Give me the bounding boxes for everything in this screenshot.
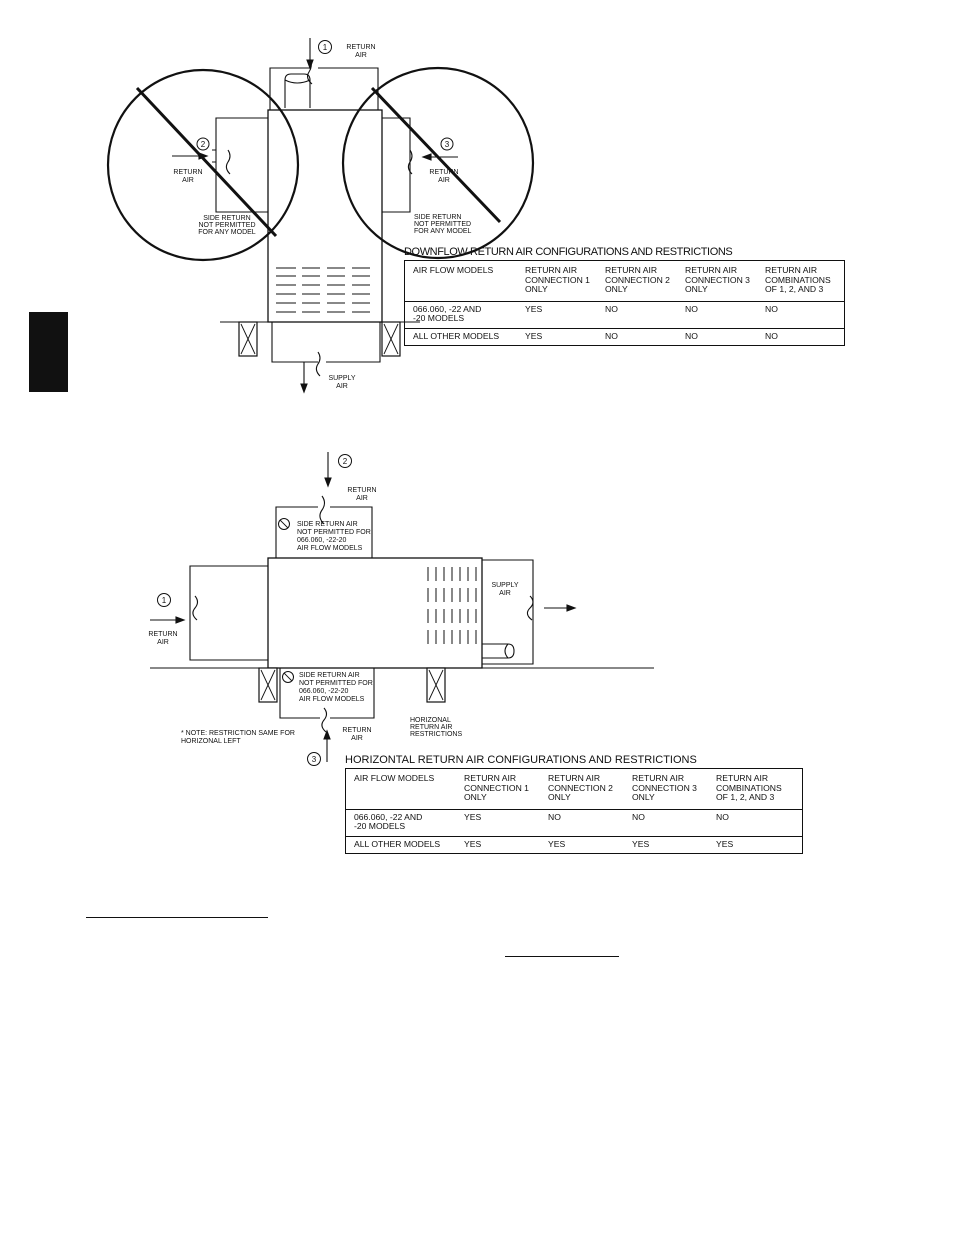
table-cell: YES xyxy=(517,327,597,346)
horizontal-diagram xyxy=(150,452,654,766)
horizontal-return-air-bottom-2: AIR xyxy=(351,735,363,742)
downflow-supply-air-label-1: SUPPLY xyxy=(328,375,355,382)
table-cell: NO xyxy=(624,808,708,836)
horizonal-restrictions-label-3: RESTRICTIONS xyxy=(410,731,462,738)
horizontal-connection-1-number: 1 xyxy=(162,596,167,605)
table-cell: NO xyxy=(677,327,757,346)
downflow-side-return-left-2: NOT PERMITTED xyxy=(198,222,255,229)
horizontal-return-air-top-1: RETURN xyxy=(347,487,376,494)
blank-rule xyxy=(505,956,619,957)
table-cell: NO xyxy=(540,808,624,836)
horizontal-table-title: HORIZONTAL RETURN AIR CONFIGURATIONS AND… xyxy=(345,754,697,766)
horizontal-supply-air-2: AIR xyxy=(499,590,511,597)
table-cell: NO xyxy=(597,300,677,328)
horizontal-return-air-left-1: RETURN xyxy=(148,631,177,638)
table-cell: YES xyxy=(517,300,597,328)
downflow-side-return-left-1: SIDE RETURN xyxy=(203,215,250,222)
downflow-table-title: DOWNFLOW RETURN AIR CONFIGURATIONS AND R… xyxy=(404,246,733,258)
downflow-return-air-right-label-2: AIR xyxy=(438,177,450,184)
horizontal-restriction-top-3: 066.060, -22-20 xyxy=(297,537,347,544)
downflow-side-return-right-2: NOT PERMITTED xyxy=(414,221,471,228)
horizontal-restriction-top-1: SIDE RETURN AIR xyxy=(297,521,358,528)
downflow-return-air-left-label-2: AIR xyxy=(182,177,194,184)
section-tab-marker xyxy=(29,312,68,392)
horizontal-supply-air-1: SUPPLY xyxy=(491,582,518,589)
horizontal-return-air-left-2: AIR xyxy=(157,639,169,646)
table-cell: ALL OTHER MODELS xyxy=(404,327,517,346)
table-cell: NO xyxy=(597,327,677,346)
horizontal-restriction-bottom-4: AIR FLOW MODELS xyxy=(299,696,365,703)
downflow-connection-3-number: 3 xyxy=(445,140,450,149)
table-cell: YES xyxy=(456,835,540,854)
horizontal-connection-3-number: 3 xyxy=(312,755,317,764)
horizonal-restrictions-label-2: RETURN AIR xyxy=(410,724,452,731)
downflow-return-air-top-label-1: RETURN xyxy=(346,44,375,51)
downflow-side-return-left-3: FOR ANY MODEL xyxy=(198,229,256,236)
downflow-side-return-right-3: FOR ANY MODEL xyxy=(414,228,472,235)
table-cell: YES xyxy=(708,835,803,854)
table-cell: 066.060, -22 AND-20 MODELS xyxy=(404,300,517,328)
downflow-side-return-right-1: SIDE RETURN xyxy=(414,214,461,221)
horizontal-restriction-bottom-2: NOT PERMITTED FOR xyxy=(299,680,373,687)
table-row: ALL OTHER MODELS YES YES YES YES xyxy=(345,835,803,854)
downflow-supply-air-label-2: AIR xyxy=(336,383,348,390)
table-row: 066.060, -22 AND-20 MODELS YES NO NO NO xyxy=(345,808,803,836)
restriction-note-line-1: * NOTE: RESTRICTION SAME FOR xyxy=(181,730,295,737)
table-cell: NO xyxy=(708,808,803,836)
table-cell: NO xyxy=(757,327,845,346)
header-air-flow-models: AIR FLOW MODELS xyxy=(413,265,494,275)
horizontal-restriction-bottom-3: 066.060, -22-20 xyxy=(299,688,349,695)
horizontal-return-air-bottom-1: RETURN xyxy=(342,727,371,734)
downflow-diagram xyxy=(106,38,535,394)
horizontal-restriction-bottom-1: SIDE RETURN AIR xyxy=(299,672,360,679)
restriction-note-line-2: HORIZONAL LEFT xyxy=(181,738,241,745)
table-cell: ALL OTHER MODELS xyxy=(345,835,456,854)
table-cell: NO xyxy=(677,300,757,328)
header-air-flow-models: AIR FLOW MODELS xyxy=(354,773,435,783)
downflow-return-air-left-label-1: RETURN xyxy=(173,169,202,176)
footnote-rule xyxy=(86,917,268,918)
horizontal-restriction-top-4: AIR FLOW MODELS xyxy=(297,545,363,552)
downflow-connection-1-number: 1 xyxy=(323,43,328,52)
table-cell: YES xyxy=(456,808,540,836)
downflow-return-air-right-label-1: RETURN xyxy=(429,169,458,176)
horizontal-restriction-top-2: NOT PERMITTED FOR xyxy=(297,529,371,536)
horizontal-connection-2-number: 2 xyxy=(343,457,348,466)
downflow-connection-2-number: 2 xyxy=(201,140,206,149)
table-cell: YES xyxy=(624,835,708,854)
table-cell: NO xyxy=(757,300,845,328)
table-cell: 066.060, -22 AND-20 MODELS xyxy=(345,808,456,836)
table-row: ALL OTHER MODELS YES NO NO NO xyxy=(404,327,845,346)
table-row: 066.060, -22 AND-20 MODELS YES NO NO NO xyxy=(404,300,845,328)
horizonal-restrictions-label-1: HORIZONAL xyxy=(410,717,451,724)
horizontal-return-air-top-2: AIR xyxy=(356,495,368,502)
downflow-return-air-top-label-2: AIR xyxy=(355,52,367,59)
table-cell: YES xyxy=(540,835,624,854)
